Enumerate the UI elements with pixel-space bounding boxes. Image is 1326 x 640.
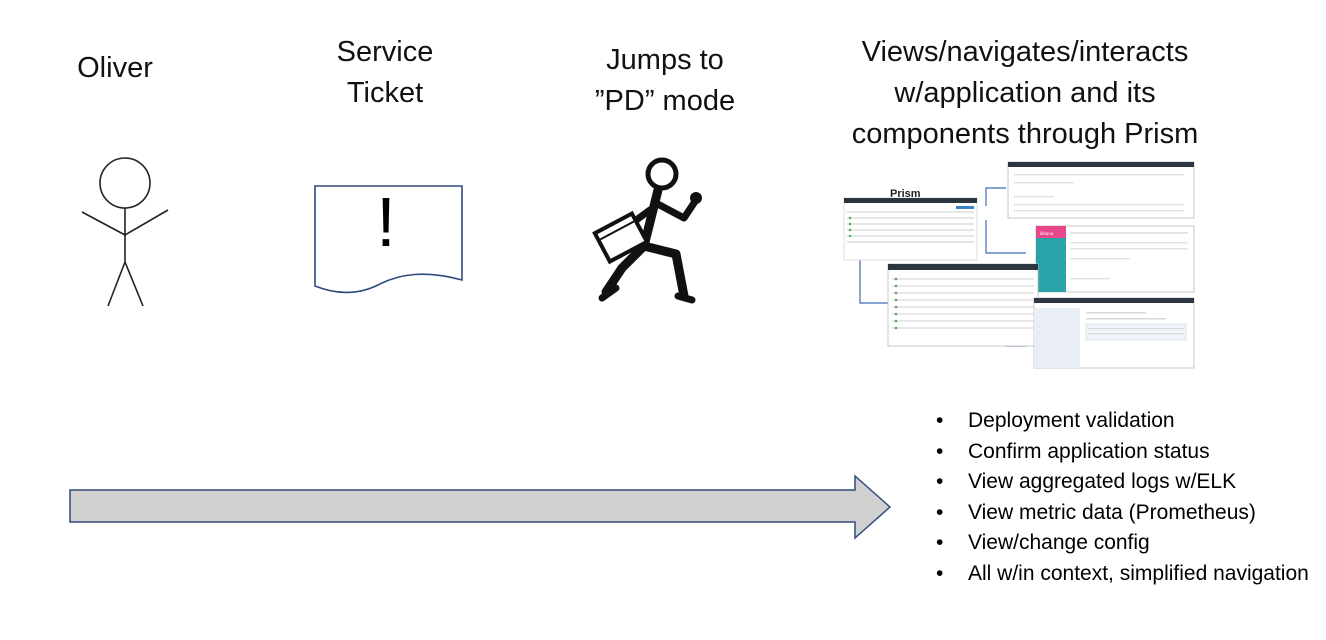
prism-screenshot-title: Prism (890, 188, 921, 200)
list-item: View/change config (932, 528, 1322, 559)
label-views-navigates: Views/navigates/interacts w/application … (815, 32, 1235, 156)
application-list-screenshot (887, 263, 1039, 347)
list-item: View metric data (Prometheus) (932, 498, 1322, 529)
stick-figure-icon (81, 157, 169, 307)
capabilities-list: Deployment validation Confirm applicatio… (932, 406, 1322, 589)
ticket-exclamation: ! (376, 183, 396, 261)
jumps-label-line1: Jumps to (606, 44, 724, 76)
label-oliver: Oliver (40, 48, 190, 89)
views-label-line2: w/application and its (894, 77, 1156, 110)
prism-main-screenshot (843, 197, 978, 261)
list-item: View aggregated logs w/ELK (932, 467, 1322, 498)
list-item: Confirm application status (932, 437, 1322, 468)
kibana-logo-text: kibana (1040, 231, 1054, 236)
ticket-label-line1: Service (336, 36, 434, 68)
kibana-screenshot (1035, 225, 1195, 293)
progress-arrow (69, 474, 892, 540)
label-service-ticket: Service Ticket (305, 32, 465, 114)
prism-screenshots-collage: Prism kibana (843, 161, 1195, 369)
list-item: Deployment validation (932, 406, 1322, 437)
jumps-label-line2: ”PD” mode (594, 85, 736, 118)
ticket-label-line2: Ticket (346, 77, 424, 110)
config-screenshot (1033, 297, 1195, 369)
label-jumps-to-pd: Jumps to ”PD” mode (565, 40, 765, 122)
oliver-label-text: Oliver (77, 52, 153, 84)
running-person-icon (592, 157, 702, 304)
list-item: All w/in context, simplified navigation (932, 559, 1322, 590)
document-shape-icon (314, 185, 463, 294)
views-label-line1: Views/navigates/interacts (861, 36, 1189, 68)
views-label-line3: components through Prism (851, 118, 1199, 151)
detail-screenshot (1007, 161, 1195, 219)
service-ticket-document: ! (305, 178, 467, 300)
